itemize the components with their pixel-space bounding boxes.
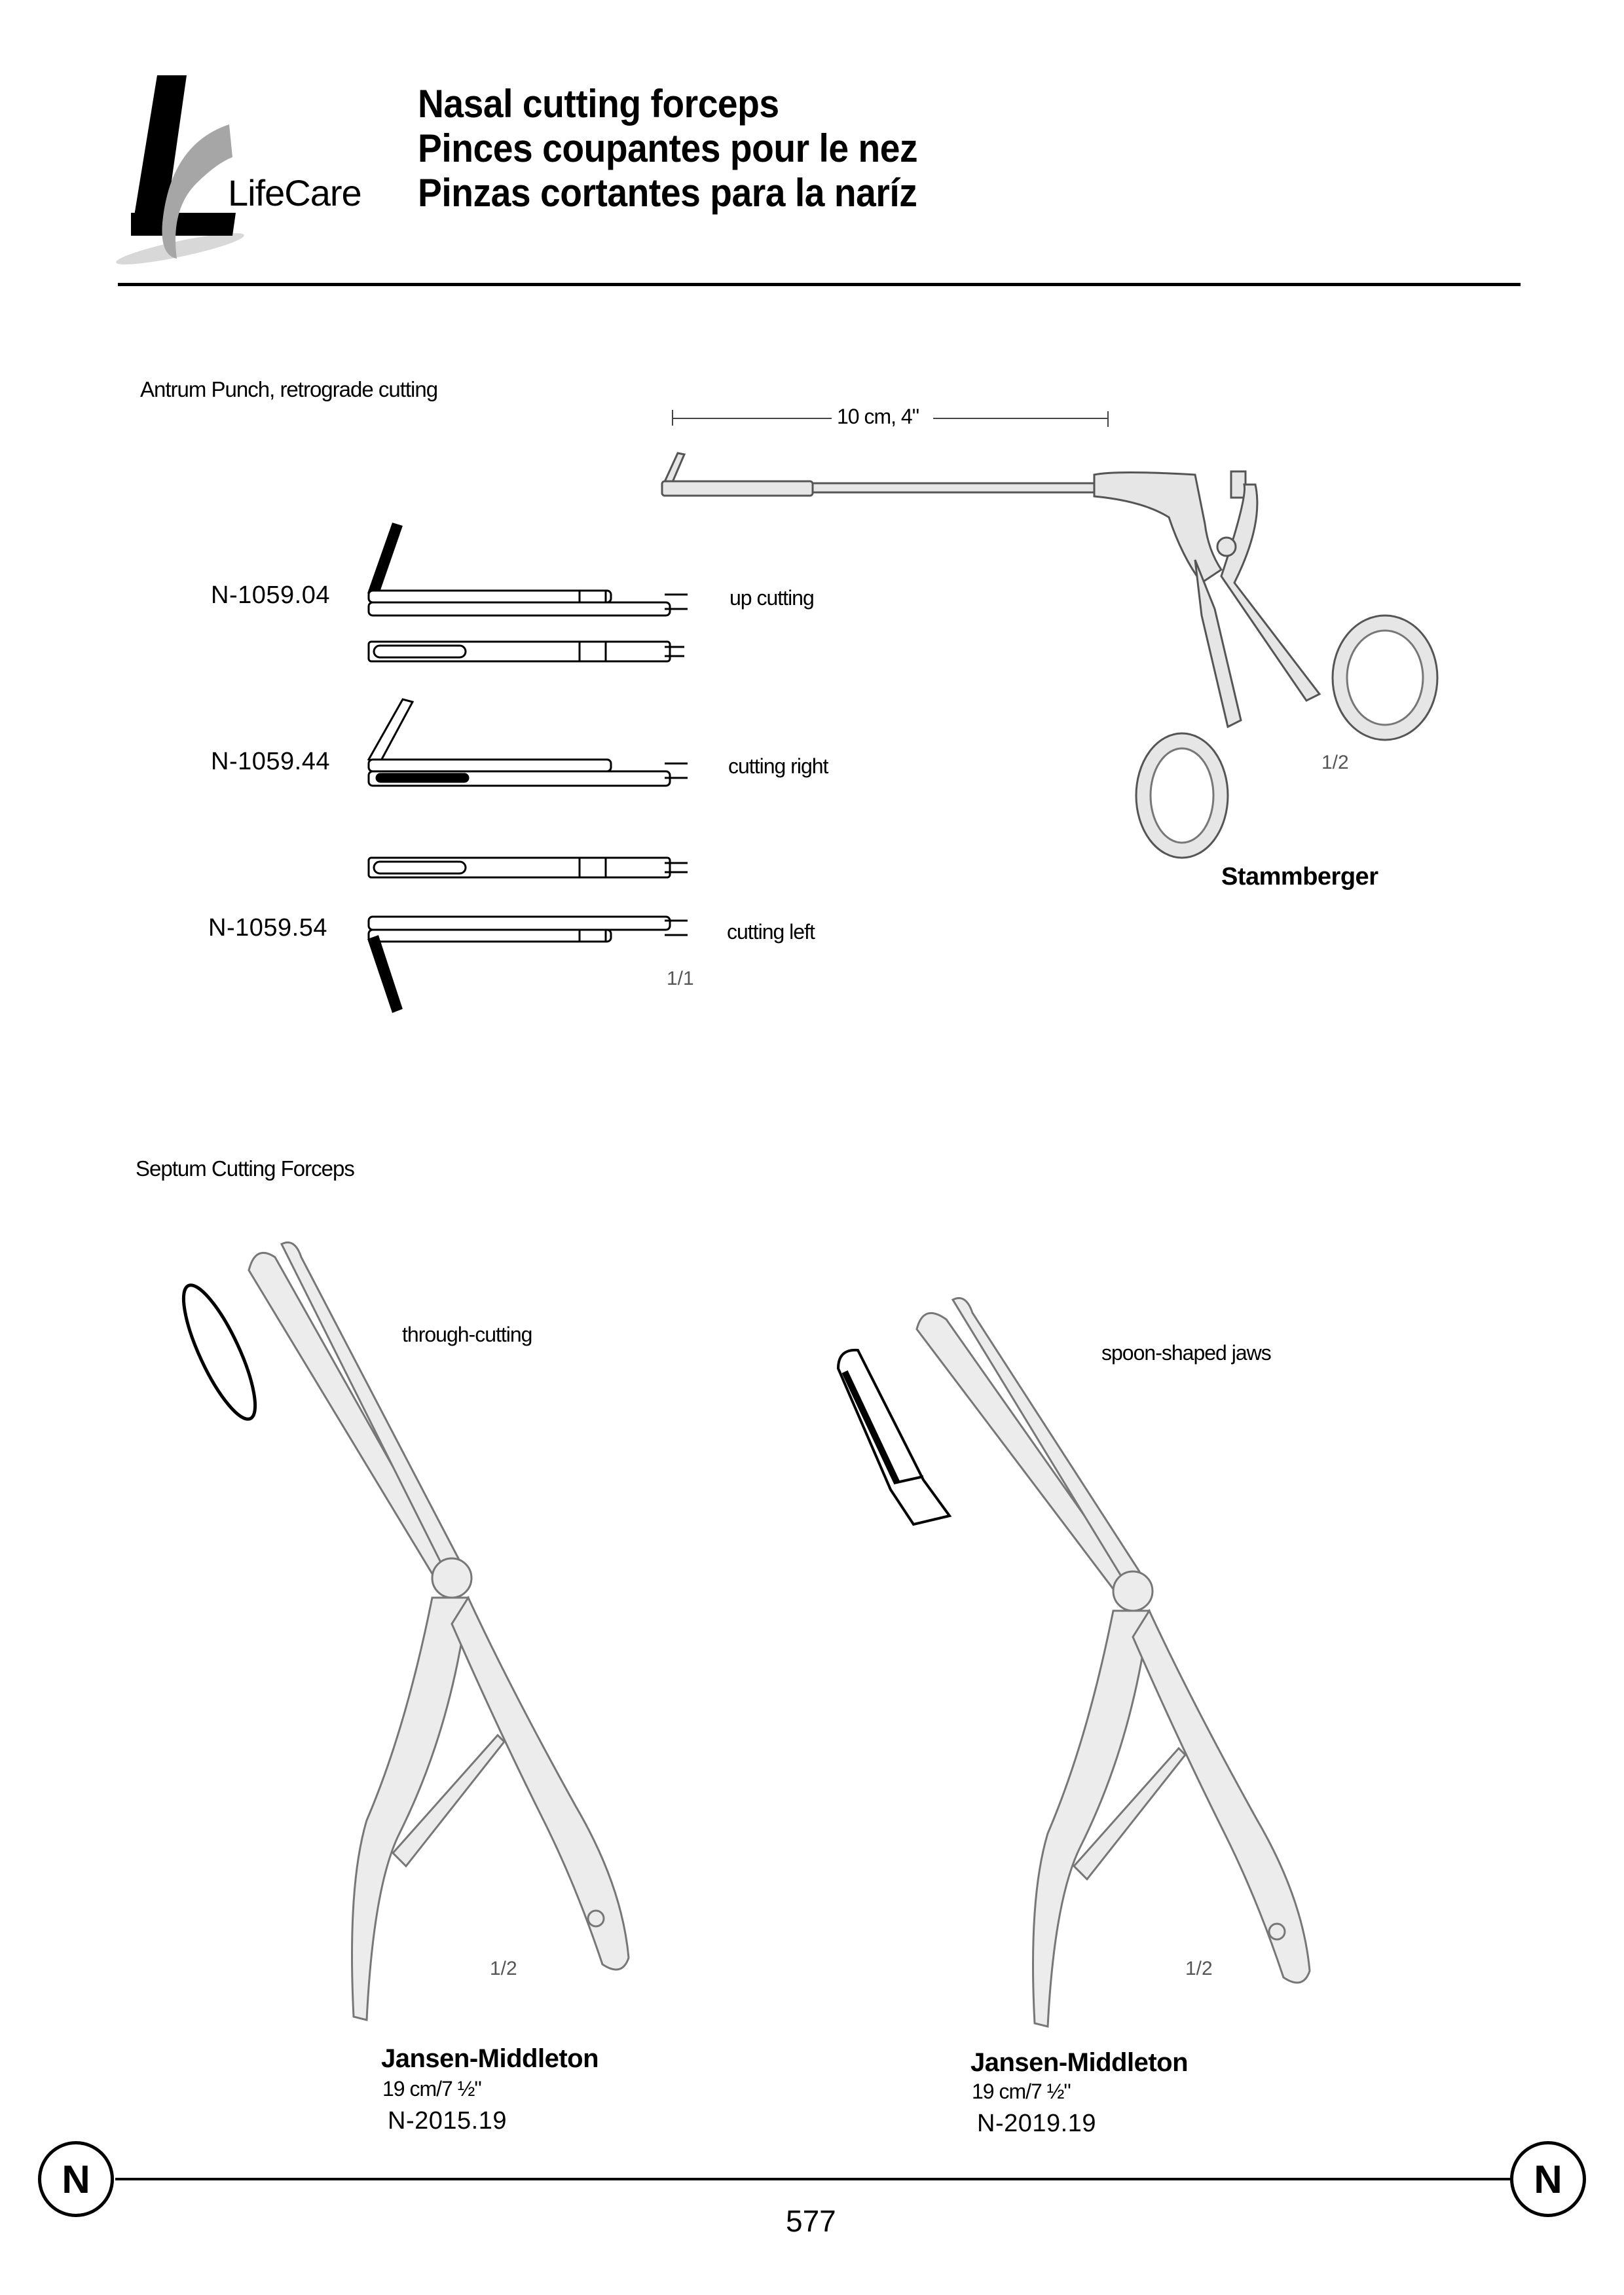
item-variant: cutting right <box>728 754 828 778</box>
section-badge-left: N <box>38 2141 114 2217</box>
title-en: Nasal cutting forceps <box>418 82 779 126</box>
jaw-note: through-cutting <box>402 1323 532 1346</box>
item-code: N-2015.19 <box>388 2107 507 2135</box>
item-variant: up cutting <box>729 586 815 610</box>
scale-bar-right-tick <box>1107 411 1109 427</box>
jaw-note: spoon-shaped jaws <box>1101 1341 1272 1365</box>
stammberger-forceps-illustration <box>661 452 1439 859</box>
header-divider <box>118 283 1521 286</box>
page-number: 577 <box>786 2204 836 2238</box>
detail-scale: 1/1 <box>667 968 694 989</box>
scale-bar-right-line <box>933 418 1109 419</box>
item-variant: cutting left <box>727 920 815 944</box>
item-scale: 1/2 <box>490 1958 517 1979</box>
scale-bar-label: 10 cm, 4" <box>837 405 919 428</box>
title-fr: Pinces coupantes pour le nez <box>418 126 918 170</box>
item-name: Jansen-Middleton <box>970 2048 1189 2077</box>
item-code: N-1059.04 <box>211 581 330 609</box>
item-code: N-2019.19 <box>977 2110 1096 2137</box>
footer-divider <box>115 2178 1517 2180</box>
section-label-septum: Septum Cutting Forceps <box>136 1156 355 1181</box>
tip-detail-cutting-left-illustration <box>367 856 688 1013</box>
jansen-middleton-spoon-jaws-illustration <box>915 1297 1311 2028</box>
section-label-antrum: Antrum Punch, retrograde cutting <box>140 377 438 401</box>
tip-detail-up-cutting-illustration <box>367 523 688 663</box>
stammberger-scale: 1/2 <box>1321 752 1349 773</box>
jansen-middleton-through-cutting-illustration <box>248 1241 630 2021</box>
stammberger-name: Stammberger <box>1221 863 1378 890</box>
scale-bar-left-tick <box>672 410 673 426</box>
title-es: Pinzas cortantes para la naríz <box>418 171 917 215</box>
item-size: 19 cm/7 ½" <box>972 2080 1071 2103</box>
lifecare-logo-icon <box>116 75 244 265</box>
section-badge-right: N <box>1510 2141 1586 2217</box>
scale-bar-left-line <box>672 418 832 419</box>
brand-name: LifeCare <box>228 172 362 213</box>
item-code: N-1059.54 <box>208 914 327 942</box>
item-code: N-1059.44 <box>211 748 330 775</box>
item-name: Jansen-Middleton <box>381 2044 599 2073</box>
item-size: 19 cm/7 ½" <box>382 2077 482 2101</box>
spoon-jaw-detail-icon <box>836 1348 952 1526</box>
tip-detail-cutting-right-illustration <box>367 698 688 787</box>
through-cutting-jaw-outline-icon <box>181 1283 257 1421</box>
item-scale: 1/2 <box>1185 1958 1213 1979</box>
